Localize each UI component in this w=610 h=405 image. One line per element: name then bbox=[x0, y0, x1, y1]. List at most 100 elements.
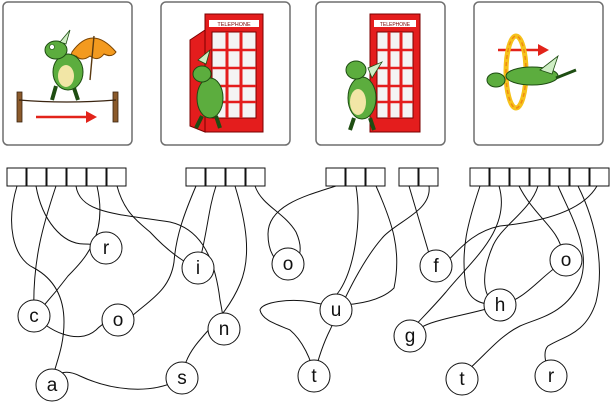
answer-box[interactable] bbox=[418, 167, 439, 187]
answer-box[interactable] bbox=[365, 167, 386, 187]
letter-label: g bbox=[405, 326, 416, 347]
letter-circle-outline bbox=[101, 303, 135, 337]
dragon-icon bbox=[486, 54, 577, 88]
phone-box-sign: TELEPHONE bbox=[380, 22, 411, 28]
answer-word-5 bbox=[469, 167, 610, 187]
letter-circle-outline bbox=[393, 319, 427, 353]
letter-label: o bbox=[113, 310, 124, 331]
letter-circle-outline bbox=[534, 359, 568, 393]
letter-label: c bbox=[29, 306, 39, 327]
letter-circle-outline bbox=[297, 359, 331, 393]
answer-box[interactable] bbox=[185, 167, 206, 187]
letter-circle-t[interactable]: t bbox=[297, 359, 331, 393]
letter-label: a bbox=[47, 375, 58, 396]
answer-box[interactable] bbox=[469, 167, 490, 187]
answer-box[interactable] bbox=[345, 167, 366, 187]
answer-box[interactable] bbox=[86, 167, 107, 187]
letter-circle-c[interactable]: c bbox=[17, 299, 51, 333]
answer-box[interactable] bbox=[489, 167, 510, 187]
tangle-line bbox=[463, 185, 501, 306]
letter-circle-outline bbox=[419, 249, 453, 283]
phone-box-sign: TELEPHONE bbox=[217, 22, 251, 28]
answer-box[interactable] bbox=[245, 167, 266, 187]
answer-box[interactable] bbox=[589, 167, 610, 187]
answer-box[interactable] bbox=[529, 167, 550, 187]
dragon-icon bbox=[44, 29, 84, 101]
letter-circle-u[interactable]: u bbox=[319, 293, 353, 327]
picture-card-fire-ring bbox=[473, 1, 604, 146]
umbrella-icon bbox=[71, 35, 117, 81]
phone-box-icon: TELEPHONE bbox=[369, 13, 421, 133]
letter-circle-a[interactable]: a bbox=[35, 368, 69, 402]
letter-circle-i[interactable]: i bbox=[181, 251, 215, 285]
answer-word-1 bbox=[6, 167, 127, 187]
letter-label: t bbox=[311, 366, 317, 387]
letter-circle-outline bbox=[207, 312, 241, 346]
letter-label: r bbox=[103, 238, 110, 259]
letter-circle-r[interactable]: r bbox=[89, 231, 123, 265]
letter-label: o bbox=[561, 250, 572, 271]
tangle-line bbox=[333, 185, 359, 311]
tangle-line bbox=[484, 185, 539, 306]
letter-label: i bbox=[196, 258, 200, 279]
letter-circle-outline bbox=[319, 293, 353, 327]
answer-box[interactable] bbox=[549, 167, 570, 187]
tangle-line bbox=[313, 185, 430, 377]
letter-circle-o[interactable]: o bbox=[101, 303, 135, 337]
letter-circle-outline bbox=[35, 368, 69, 402]
tangle-lines bbox=[11, 185, 600, 390]
letter-circle-outline bbox=[483, 288, 517, 322]
tangle-line bbox=[117, 185, 197, 322]
tangle-line bbox=[544, 185, 600, 377]
letter-circle-f[interactable]: f bbox=[419, 249, 453, 283]
answer-box[interactable] bbox=[46, 167, 67, 187]
answer-box[interactable] bbox=[325, 167, 346, 187]
dragon-icon bbox=[192, 48, 224, 129]
tangle-line bbox=[116, 185, 199, 269]
letter-circle-g[interactable]: g bbox=[393, 319, 427, 353]
letter-circle-outline bbox=[181, 251, 215, 285]
answer-box[interactable] bbox=[66, 167, 87, 187]
letter-label: u bbox=[331, 300, 342, 321]
arrow-icon bbox=[36, 111, 97, 123]
letter-circle-outline bbox=[17, 299, 51, 333]
letter-circle-outline bbox=[89, 231, 123, 265]
letter-circle-outline bbox=[165, 361, 199, 395]
letter-label: s bbox=[177, 368, 187, 389]
answer-box[interactable] bbox=[569, 167, 590, 187]
answer-box[interactable] bbox=[205, 167, 226, 187]
letter-circle-n[interactable]: n bbox=[207, 312, 241, 346]
answer-box[interactable] bbox=[6, 167, 27, 187]
letter-label: o bbox=[283, 254, 294, 275]
picture-card-phone-box-exit: TELEPHONE bbox=[315, 1, 446, 146]
letter-circle-outline bbox=[549, 243, 583, 277]
letter-circles: r i o f o c o u h n g a s t t r bbox=[17, 231, 583, 402]
answer-box-groups bbox=[6, 167, 610, 187]
answer-box[interactable] bbox=[225, 167, 246, 187]
letter-circle-t[interactable]: t bbox=[445, 362, 479, 396]
letter-circle-o[interactable]: o bbox=[271, 247, 305, 281]
letter-circle-h[interactable]: h bbox=[483, 288, 517, 322]
letter-circle-o[interactable]: o bbox=[549, 243, 583, 277]
letter-label: r bbox=[548, 366, 555, 387]
letter-label: t bbox=[459, 369, 465, 390]
arrow-icon bbox=[498, 44, 549, 56]
picture-card-phone-box-enter: TELEPHONE bbox=[160, 1, 291, 146]
letter-label: f bbox=[433, 256, 439, 277]
answer-box[interactable] bbox=[398, 167, 419, 187]
letter-label: n bbox=[219, 319, 230, 340]
picture-card-tightrope bbox=[2, 1, 133, 146]
tangle-line bbox=[259, 185, 398, 377]
letter-circle-r[interactable]: r bbox=[534, 359, 568, 393]
tangle-line bbox=[461, 185, 584, 380]
answer-box[interactable] bbox=[106, 167, 127, 187]
answer-box[interactable] bbox=[509, 167, 530, 187]
tangle-line bbox=[11, 185, 65, 386]
answer-word-4 bbox=[398, 167, 439, 187]
answer-word-2 bbox=[185, 167, 266, 187]
answer-box[interactable] bbox=[26, 167, 47, 187]
letter-circle-s[interactable]: s bbox=[165, 361, 199, 395]
dragon-icon bbox=[345, 60, 384, 131]
letter-label: h bbox=[495, 295, 506, 316]
letter-circle-outline bbox=[445, 362, 479, 396]
